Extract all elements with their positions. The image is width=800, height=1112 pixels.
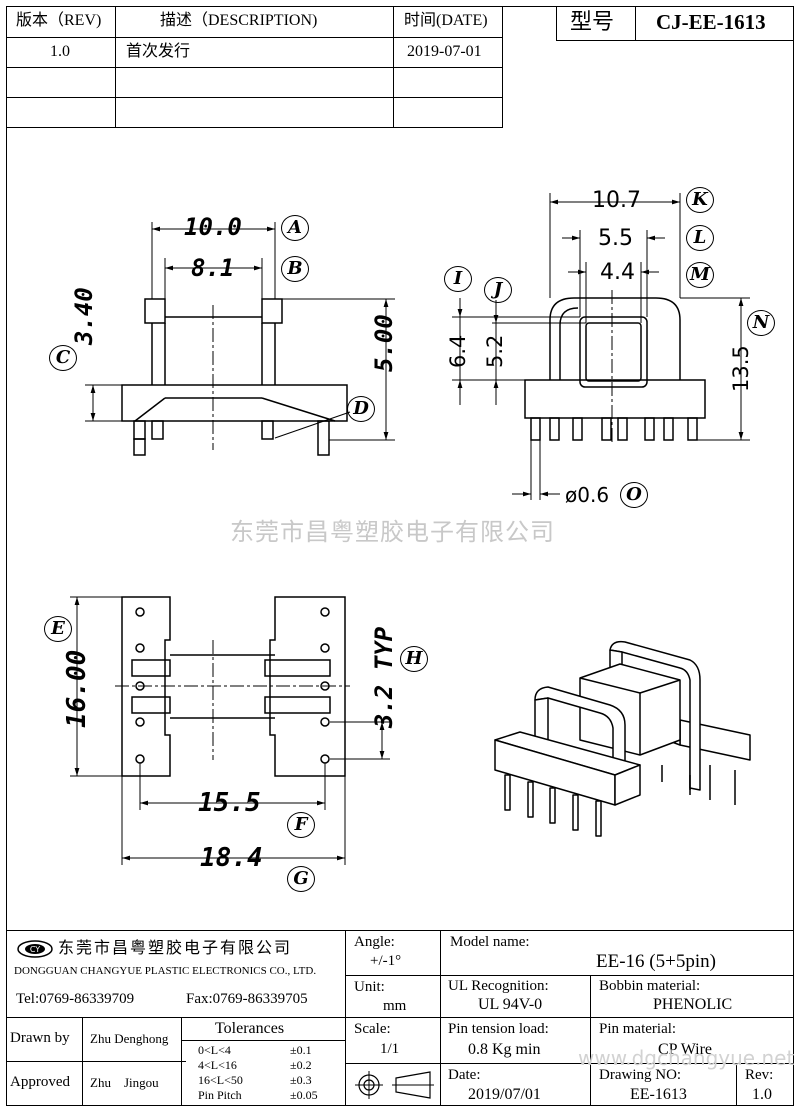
dim-g: 18.4	[200, 843, 263, 873]
company-tel: Tel:0769-86339709	[16, 991, 135, 1007]
svg-text:CY: CY	[30, 945, 40, 954]
rev-value: 1.0	[50, 43, 70, 60]
unit-value: mm	[383, 998, 407, 1014]
technical-drawing	[70, 193, 751, 865]
callout-i: I	[444, 266, 472, 292]
unit-label: Unit:	[354, 979, 385, 995]
desc-value: 首次发行	[126, 43, 191, 60]
bobbin-value: PHENOLIC	[653, 996, 733, 1013]
rev-label: Rev:	[745, 1067, 774, 1083]
dim-h: 3.2 TYP	[370, 626, 398, 728]
projection-symbol	[355, 1071, 434, 1099]
callout-d: D	[347, 396, 375, 422]
scale-value: 1/1	[380, 1041, 400, 1057]
callout-h: H	[400, 646, 428, 672]
desc-header: 描述（DESCRIPTION)	[160, 12, 318, 29]
bobbin-label: Bobbin material:	[599, 978, 701, 994]
model-box	[556, 6, 794, 41]
isometric-view	[494, 640, 751, 837]
drawn-by-value: Zhu Denghong	[90, 1031, 169, 1046]
tol-value-3: ±0.3	[290, 1073, 312, 1087]
drawing-no-label: Drawing NO:	[599, 1067, 682, 1083]
callout-j: J	[484, 277, 512, 303]
callout-a: A	[281, 215, 309, 241]
dim-o: ø0.6	[565, 483, 610, 507]
angle-label: Angle:	[354, 934, 395, 950]
angle-value: +/-1°	[370, 953, 402, 969]
dim-b: 8.1	[191, 254, 235, 282]
side-view	[524, 297, 706, 441]
dim-m: 4.4	[600, 260, 635, 285]
pin-tension-value: 0.8 Kg min	[468, 1041, 541, 1058]
company-en: DONGGUAN CHANGYUE PLASTIC ELECTRONICS CO…	[14, 965, 317, 977]
dim-f: 15.5	[198, 788, 261, 818]
callout-o: O	[620, 482, 648, 508]
callout-n: N	[747, 310, 775, 336]
model-value: CJ-EE-1613	[656, 10, 766, 34]
website-watermark: www.dgchangyue.net	[578, 1046, 795, 1070]
callout-m: M	[686, 262, 714, 288]
model-name-label: Model name:	[450, 934, 530, 950]
front-view	[121, 298, 348, 456]
callout-e: E	[44, 616, 72, 642]
approved-value: Zhu Jingou	[90, 1075, 159, 1090]
tol-value-1: ±0.1	[290, 1043, 312, 1057]
dim-l: 5.5	[598, 226, 633, 251]
rev-header: 版本（REV)	[16, 12, 102, 29]
tolerances-title: Tolerances	[215, 1020, 285, 1037]
dim-h1: 6.4	[446, 334, 470, 368]
title-block	[6, 930, 794, 1106]
approved-label: Approved	[10, 1074, 70, 1090]
tol-range-3: 16<L<50	[198, 1073, 243, 1087]
model-name-value: EE-16 (5+5pin)	[596, 951, 716, 972]
drawing-no-value: EE-1613	[630, 1086, 687, 1103]
drawn-by-label: Drawn by	[10, 1030, 70, 1046]
date-value: 2019-07-01	[407, 43, 482, 60]
dim-total-h: 5.00	[370, 314, 398, 372]
scale-label: Scale:	[354, 1021, 391, 1037]
company-fax: Fax:0769-86339705	[186, 991, 308, 1007]
tol-value-2: ±0.2	[290, 1058, 312, 1072]
callout-g: G	[287, 866, 315, 892]
watermark: 东莞市昌粤塑胶电子有限公司	[230, 518, 555, 546]
pin-material-value: CP Wire	[658, 1041, 713, 1058]
tol-range-2: 4<L<16	[198, 1058, 237, 1072]
pin-material-label: Pin material:	[599, 1021, 677, 1037]
tol-range-1: 0<L<4	[198, 1043, 231, 1057]
date-value: 2019/07/01	[468, 1086, 541, 1103]
company-logo: CY	[17, 940, 53, 958]
ul-value: UL 94V-0	[478, 996, 543, 1013]
tol-range-4: Pin Pitch	[198, 1088, 242, 1102]
date-header: 时间(DATE)	[404, 12, 488, 29]
pin-tension-label: Pin tension load:	[448, 1021, 549, 1037]
dim-k: 10.7	[592, 188, 641, 213]
tol-value-4: ±0.05	[290, 1088, 318, 1102]
rev-value-block: 1.0	[752, 1086, 772, 1103]
date-label: Date:	[448, 1067, 481, 1083]
dim-n: 13.5	[729, 345, 753, 392]
model-label: 型号	[570, 9, 615, 34]
callout-l: L	[686, 225, 714, 251]
bottom-view	[121, 596, 346, 777]
callout-c: C	[49, 345, 77, 371]
callout-f: F	[287, 812, 315, 838]
callout-b: B	[281, 256, 309, 282]
dim-c: 3.40	[70, 287, 98, 345]
dim-a: 10.0	[184, 213, 242, 241]
callout-k: K	[686, 187, 714, 213]
dim-h2: 5.2	[483, 334, 507, 368]
company-cn: 东莞市昌粤塑胶电子有限公司	[58, 938, 293, 957]
dim-e: 16.00	[62, 649, 92, 728]
ul-label: UL Recognition:	[448, 978, 549, 994]
